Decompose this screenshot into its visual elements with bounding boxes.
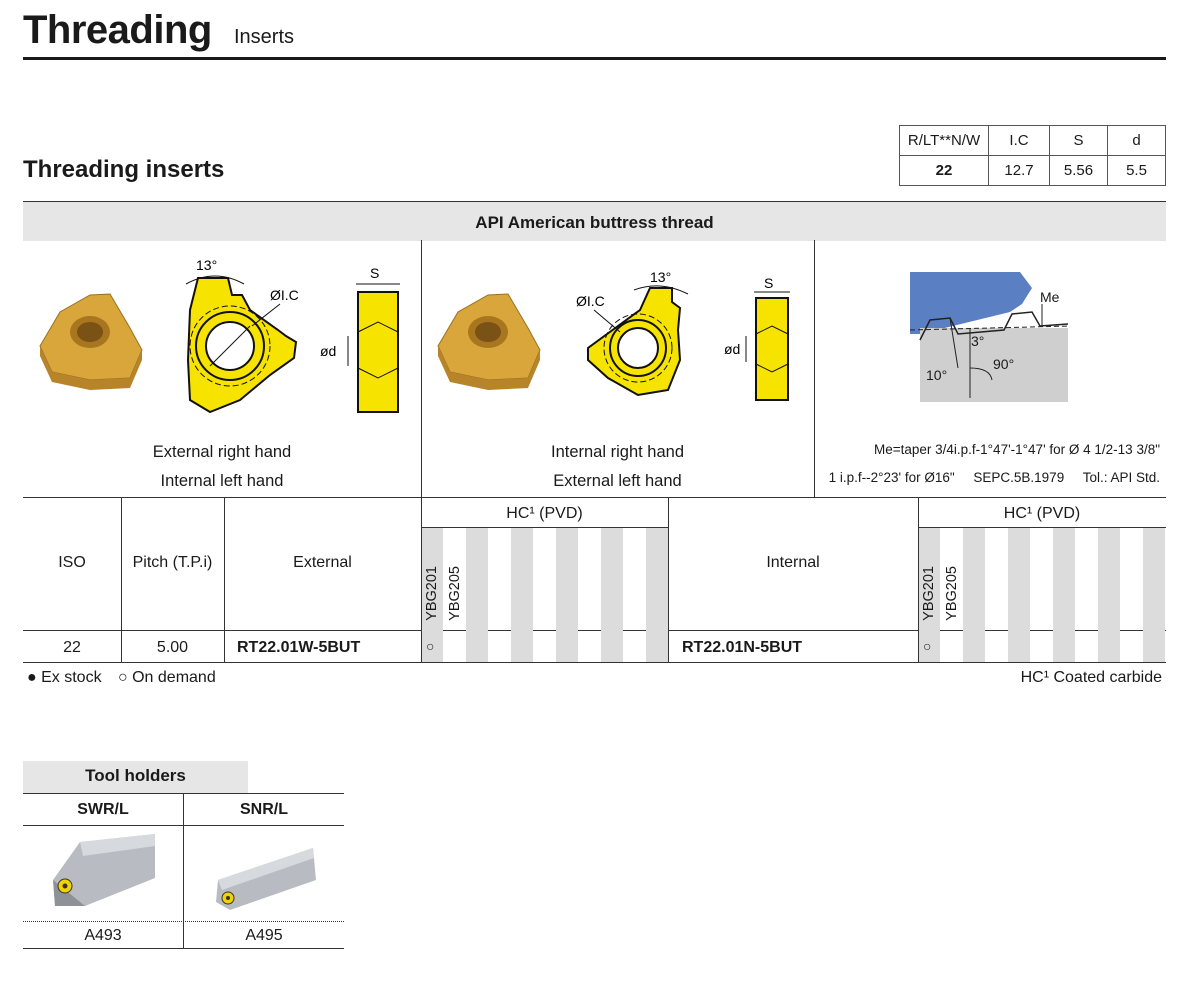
- tool-holders-title: Tool holders: [85, 766, 186, 785]
- insert-top-view: [587, 285, 689, 397]
- int-ic-label: ØI.C: [576, 293, 605, 309]
- row-internal-code: RT22.01N-5BUT: [682, 639, 803, 656]
- profile-90-label: 90°: [993, 356, 1015, 372]
- insert-top-view: [185, 275, 298, 414]
- holder-swrl-image: [53, 834, 155, 906]
- thread-profile-diagram: [909, 272, 1071, 402]
- insert-side-view: [347, 283, 400, 413]
- col-pitch: Pitch (T.P.i): [132, 554, 213, 571]
- ext-ic-label: ØI.C: [270, 287, 299, 303]
- col-iso: ISO: [58, 554, 86, 571]
- legend-coated-carbide: HC¹ Coated carbide: [1020, 669, 1162, 686]
- legend-ex-stock: ● Ex stock: [27, 669, 102, 686]
- table-top-border: [23, 497, 1166, 498]
- row-external-code: RT22.01W-5BUT: [237, 639, 361, 656]
- profile-note-2: 1 i.p.f--2°23' for Ø16" SEPC.5B.1979 Tol…: [828, 470, 1160, 485]
- grade-group-internal: HC¹ (PVD): [1003, 505, 1081, 522]
- insert-side-view: [745, 291, 790, 401]
- grade-ybg201: YBG201: [921, 566, 937, 621]
- tool-holders-header: [23, 761, 248, 793]
- spec-value-ic: 12.7: [988, 155, 1050, 186]
- profile-me-label: Me: [1040, 289, 1060, 305]
- ext-s-label: S: [370, 265, 379, 281]
- row-ext-availability: ○: [426, 638, 435, 654]
- grade-group-border: [421, 527, 668, 528]
- grade-ybg205: YBG205: [944, 566, 960, 621]
- row-pitch: 5.00: [156, 639, 189, 656]
- int-angle-label: 13°: [650, 269, 671, 285]
- ext-caption-1: External right hand: [152, 443, 292, 461]
- col-internal: Internal: [766, 554, 820, 571]
- grade-group-external: HC¹ (PVD): [506, 505, 583, 522]
- row-iso: 22: [63, 639, 81, 656]
- thread-type-band: API American buttress thread: [23, 201, 1166, 241]
- holder-snrl-page: A495: [245, 927, 283, 944]
- holder-snrl-image: [216, 848, 316, 910]
- divider: [814, 240, 815, 497]
- internal-insert-diagram: 13° ØI.C S ød: [437, 269, 790, 401]
- external-insert-diagram: 13° ØI.C S ød: [39, 257, 400, 414]
- grade-group-border: [918, 527, 1166, 528]
- gold-insert-icon: [39, 293, 143, 390]
- holder-snrl-name: SNR/L: [240, 801, 288, 818]
- profile-10-label: 10°: [926, 367, 948, 383]
- legend-on-demand: ○ On demand: [118, 669, 216, 686]
- page-title: Threading: [23, 8, 212, 52]
- grade-ybg201: YBG201: [424, 566, 440, 621]
- spec-header-type: R/LT**N/W: [899, 125, 989, 156]
- int-caption-1: Internal right hand: [550, 443, 684, 461]
- int-caption-2: External left hand: [553, 472, 682, 490]
- ext-angle-label: 13°: [196, 257, 217, 273]
- int-s-label: S: [764, 275, 773, 291]
- profile-3-label: 3°: [971, 333, 985, 349]
- spec-header-d: d: [1107, 125, 1166, 156]
- header-rule: [23, 57, 1166, 60]
- section-title: Threading inserts: [23, 156, 225, 183]
- row-int-availability: ○: [923, 638, 932, 654]
- spec-header-s: S: [1049, 125, 1108, 156]
- grade-ybg205: YBG205: [447, 566, 463, 621]
- gold-insert-icon: [437, 293, 541, 390]
- spec-value-s: 5.56: [1049, 155, 1108, 186]
- ext-d-label: ød: [320, 343, 336, 359]
- holder-swrl-name: SWR/L: [77, 801, 129, 818]
- col-external: External: [293, 554, 352, 571]
- ext-caption-2: Internal left hand: [160, 472, 284, 490]
- holder-swrl-page: A493: [84, 927, 122, 944]
- spec-value-d: 5.5: [1107, 155, 1166, 186]
- table-header-border: [23, 630, 1166, 631]
- int-d-label: ød: [724, 341, 740, 357]
- table-bottom-border: [23, 662, 1166, 663]
- spec-header-ic: I.C: [988, 125, 1050, 156]
- page-subtitle: Inserts: [234, 26, 295, 48]
- spec-table: R/LT**N/W I.C S d 22 12.7 5.56 5.5: [899, 125, 1166, 186]
- profile-note-1: Me=taper 3/4i.p.f-1°47'-1°47' for Ø 4 1/…: [873, 442, 1160, 457]
- spec-value-type: 22: [899, 155, 989, 186]
- divider: [421, 240, 422, 497]
